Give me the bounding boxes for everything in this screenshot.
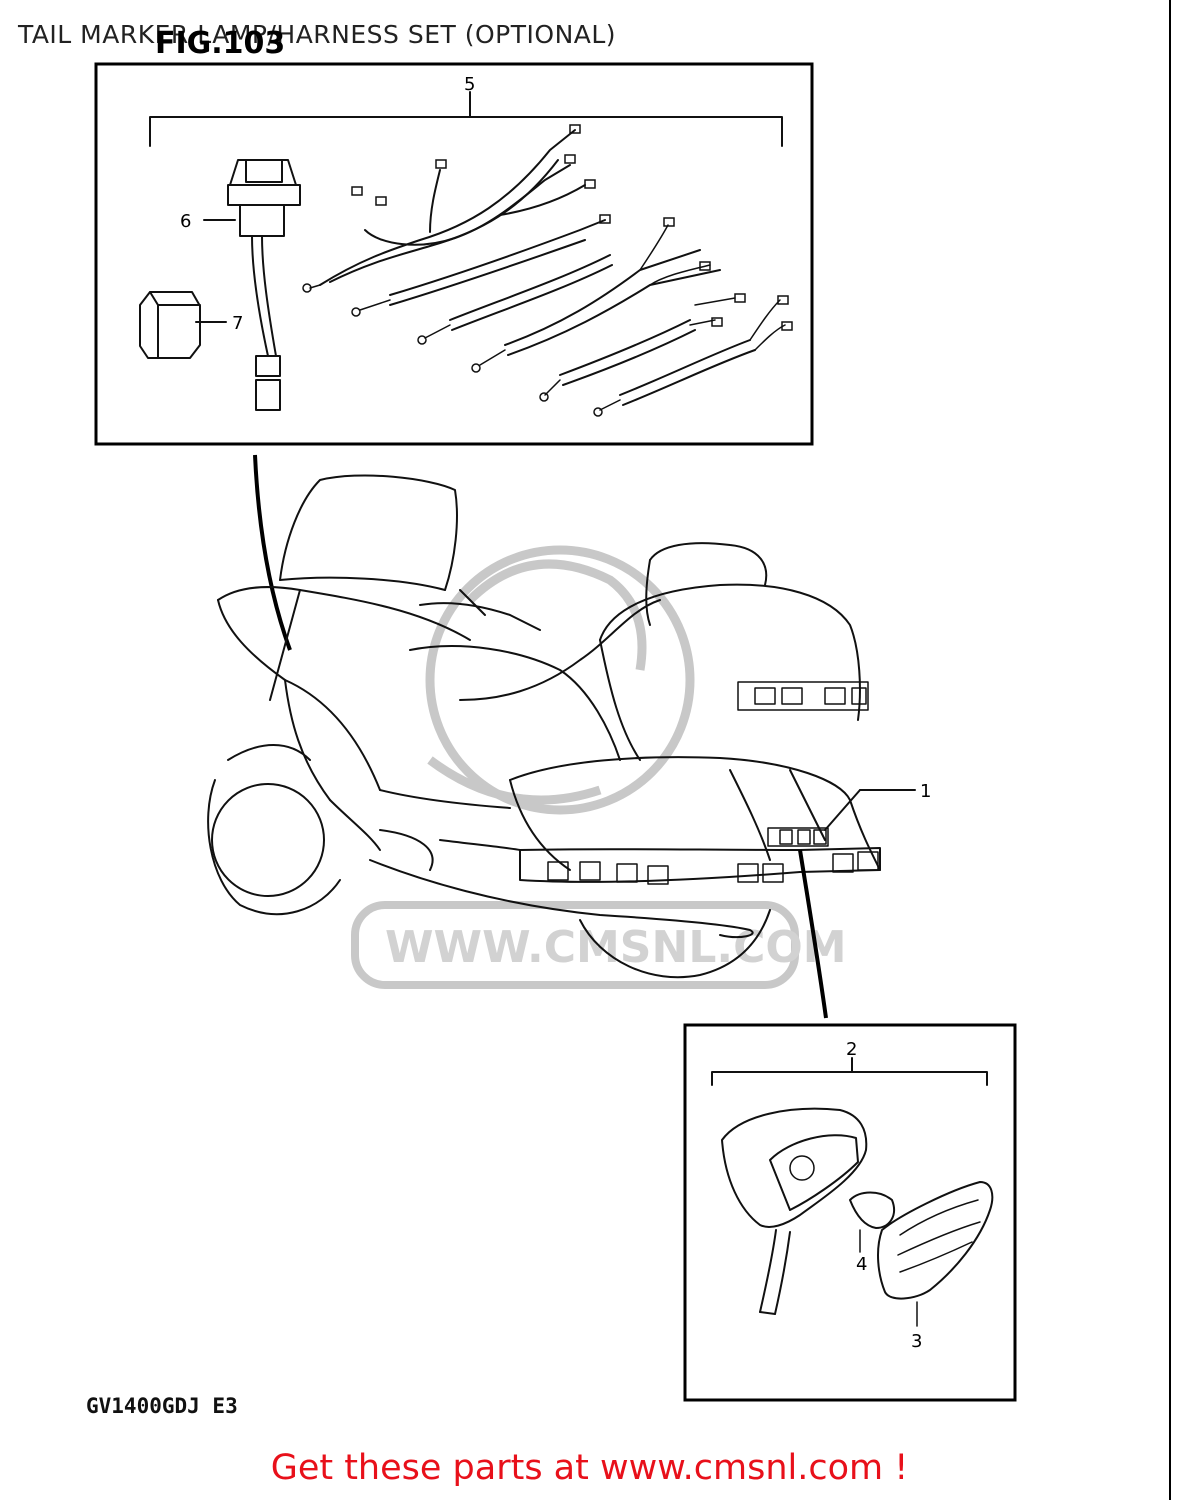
cmsnl-watermark: WWW.CMSNL.COM bbox=[351, 545, 847, 989]
diagram-title: TAIL MARKER LAMP/HARNESS SET (OPTIONAL) bbox=[18, 20, 617, 49]
callout-1: 1 bbox=[920, 781, 931, 802]
harness-set-box: 5 6 7 bbox=[94, 62, 814, 446]
callout-3: 3 bbox=[911, 1331, 922, 1352]
figure-label: FIG.103 bbox=[155, 26, 286, 61]
marker-lamp-box: 2 4 3 bbox=[683, 1023, 1017, 1402]
shop-link-banner[interactable]: Get these parts at www.cmsnl.com ! bbox=[270, 1448, 909, 1488]
switch-part: 6 bbox=[180, 159, 301, 411]
callout-4: 4 bbox=[856, 1254, 867, 1275]
relay-part: 7 bbox=[139, 291, 243, 359]
wire-harnesses bbox=[302, 124, 793, 417]
model-code: GV1400GDJ E3 bbox=[86, 1394, 238, 1418]
motorcycle-illustration bbox=[207, 474, 881, 979]
callout-2: 2 bbox=[846, 1039, 857, 1060]
callout-5: 5 bbox=[464, 74, 475, 95]
callout-6: 6 bbox=[180, 211, 191, 232]
watermark-text: WWW.CMSNL.COM bbox=[385, 922, 847, 973]
callout-7: 7 bbox=[232, 313, 243, 334]
